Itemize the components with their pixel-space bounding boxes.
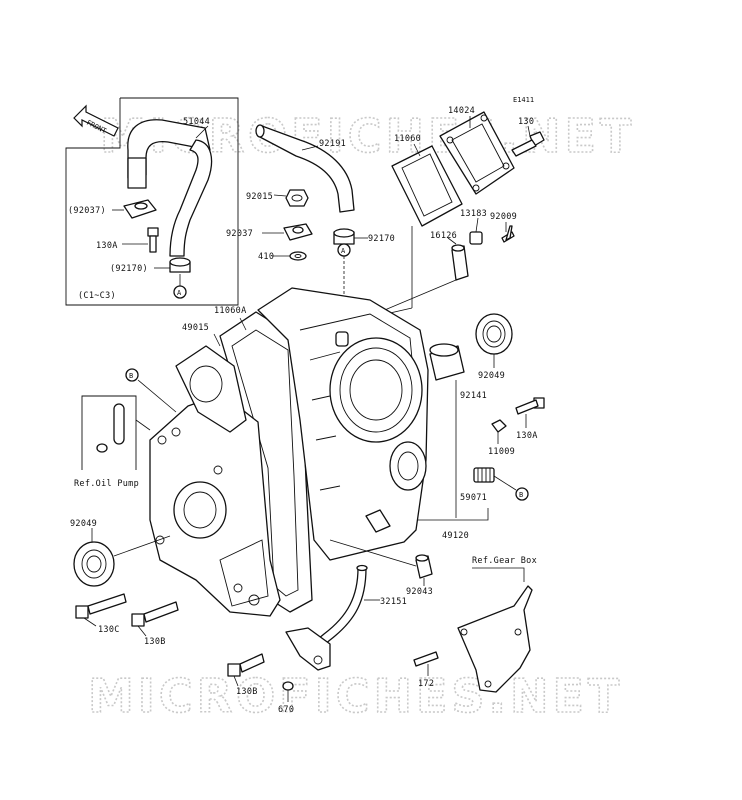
leader-13183 bbox=[475, 217, 479, 233]
plug-59071 bbox=[473, 467, 495, 483]
leader-11060 bbox=[413, 143, 421, 157]
label-92037: 92037 bbox=[226, 229, 253, 239]
leader-51044 bbox=[195, 125, 209, 139]
bolt-130c bbox=[75, 593, 127, 619]
label-670: 670 bbox=[278, 705, 294, 715]
label-49015: 49015 bbox=[182, 323, 209, 333]
leader-callout-b-left bbox=[137, 379, 177, 413]
leader-130b-left bbox=[137, 625, 147, 637]
leader-59071-b bbox=[493, 475, 517, 491]
gear-box-bracket bbox=[457, 585, 533, 693]
leader-seal-left-case bbox=[113, 535, 171, 557]
label-11060a: 11060A bbox=[214, 306, 247, 316]
label-92049-right: 92049 bbox=[478, 371, 505, 381]
leader-130-top bbox=[527, 125, 531, 137]
pin-block bbox=[365, 509, 391, 533]
pin-92043 bbox=[415, 554, 433, 579]
callout-b-right bbox=[515, 487, 529, 501]
callout-a-label: A bbox=[341, 247, 346, 255]
label-49120: 49120 bbox=[442, 531, 469, 541]
clip-92170-inset bbox=[169, 257, 191, 273]
leader-92015 bbox=[273, 194, 287, 197]
label-92015: 92015 bbox=[246, 192, 273, 202]
label-13183: 13183 bbox=[460, 209, 487, 219]
bolt-130b-bottom bbox=[227, 653, 265, 677]
label-92170-inset: (92170) bbox=[110, 264, 148, 274]
label-11060: 11060 bbox=[394, 134, 421, 144]
label-130-top: 130 bbox=[518, 117, 534, 127]
leader-49015 bbox=[213, 333, 221, 347]
nut-92015 bbox=[285, 189, 309, 207]
callout-a-inset-label: A bbox=[177, 289, 182, 297]
label-130c: 130C bbox=[98, 625, 120, 635]
oring-670 bbox=[282, 681, 294, 691]
label-51044: 51044 bbox=[183, 117, 210, 127]
leader-130c bbox=[83, 617, 97, 627]
leader-11060a bbox=[239, 317, 247, 331]
part-13183 bbox=[469, 231, 483, 245]
label-172: 172 bbox=[418, 679, 434, 689]
diagram-code: E1411 bbox=[513, 96, 534, 104]
leader-gear-box bbox=[472, 567, 525, 582]
leader-92043-block bbox=[329, 539, 417, 567]
bushing-92141 bbox=[429, 343, 465, 381]
leader-49120 bbox=[418, 508, 489, 521]
bolt-130b-left bbox=[131, 601, 179, 627]
stud-172 bbox=[413, 651, 439, 667]
clamp-92037-inset bbox=[123, 199, 157, 219]
gasket-49015 bbox=[175, 345, 247, 433]
label-11009: 11009 bbox=[488, 447, 515, 457]
leader-oil-pump bbox=[135, 419, 151, 431]
label-92141: 92141 bbox=[460, 391, 487, 401]
bolt-130a-right bbox=[515, 397, 545, 415]
ref-gear-box: Ref.Gear Box bbox=[472, 556, 537, 566]
part-16126 bbox=[451, 244, 469, 281]
screw-92009 bbox=[501, 225, 515, 243]
watermark-bottom: MICROFICHES.NET bbox=[88, 669, 623, 723]
label-92170: 92170 bbox=[368, 234, 395, 244]
callout-b-left-label: B bbox=[129, 372, 133, 380]
seal-92049-left bbox=[73, 541, 115, 587]
callout-b-right-label: B bbox=[519, 491, 523, 499]
leader-92191 bbox=[301, 145, 319, 151]
leader-130b-bottom bbox=[233, 675, 239, 687]
label-92043: 92043 bbox=[406, 587, 433, 597]
label-92037-inset: (92037) bbox=[68, 206, 106, 216]
nut-11009 bbox=[491, 419, 507, 433]
callout-a-inset bbox=[173, 285, 187, 299]
label-92009: 92009 bbox=[490, 212, 517, 222]
crankcase-block bbox=[257, 287, 429, 561]
label-130b-left: 130B bbox=[144, 637, 166, 647]
bolt-130-top bbox=[511, 131, 545, 157]
hose-51044-inset bbox=[127, 119, 213, 257]
cover-14024 bbox=[439, 111, 515, 195]
label-92191: 92191 bbox=[319, 139, 346, 149]
inset-box bbox=[65, 97, 239, 306]
clamp-92037 bbox=[283, 223, 313, 241]
bolt-130a-inset bbox=[147, 227, 159, 253]
label-14024: 14024 bbox=[448, 106, 475, 116]
inset-note: (C1~C3) bbox=[78, 291, 116, 301]
label-130a-inset: 130A bbox=[96, 241, 118, 251]
label-130a-right: 130A bbox=[516, 431, 538, 441]
label-16126: 16126 bbox=[430, 231, 457, 241]
label-59071: 59071 bbox=[460, 493, 487, 503]
leader-16126-block bbox=[379, 279, 457, 313]
label-32151: 32151 bbox=[380, 597, 407, 607]
clip-92170 bbox=[333, 228, 355, 245]
label-92049-left: 92049 bbox=[70, 519, 97, 529]
label-410: 410 bbox=[258, 252, 274, 262]
oil-pump-ref-box bbox=[81, 395, 137, 470]
label-130b-bottom: 130B bbox=[236, 687, 258, 697]
seal-92049-right bbox=[475, 313, 513, 355]
callout-b-left bbox=[125, 368, 139, 382]
pipe-bracket bbox=[285, 627, 331, 671]
hose-92191 bbox=[255, 124, 355, 213]
ref-oil-pump: Ref.Oil Pump bbox=[74, 479, 139, 489]
washer-410 bbox=[289, 251, 307, 261]
leader-16126 bbox=[447, 237, 457, 245]
